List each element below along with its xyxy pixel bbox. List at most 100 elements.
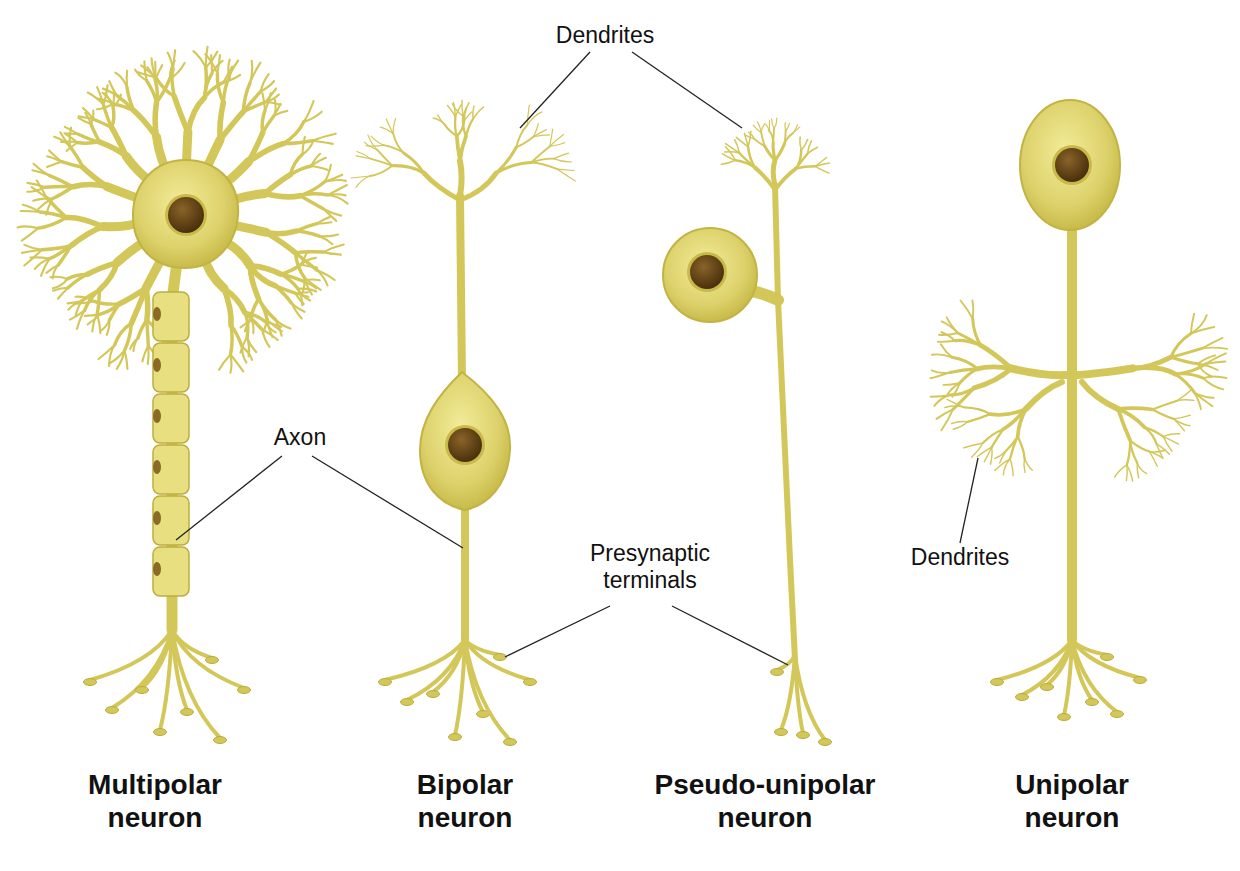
dendrite-branch <box>52 187 73 199</box>
dendrite-branch <box>328 185 347 195</box>
dendrite-branch <box>938 341 955 342</box>
nucleus-ring <box>165 194 207 236</box>
dendrite-branch <box>983 430 1003 444</box>
myelin-sheath <box>153 394 189 443</box>
dendrite-branch <box>801 139 808 150</box>
schwann-nucleus <box>153 307 161 321</box>
dendrite-branch <box>995 459 1010 471</box>
dendrite-branch <box>1202 348 1227 349</box>
dendrite-branch <box>155 103 156 138</box>
dendrite-branch <box>249 144 283 162</box>
dendrite-branch <box>303 279 320 281</box>
axon-terminal-branch <box>1072 640 1140 678</box>
dendrite-branch <box>152 58 156 77</box>
dendrite-branch <box>250 63 260 83</box>
leader-line <box>505 606 610 657</box>
dendrite-branch <box>932 370 950 373</box>
dendrite-branch <box>761 132 764 146</box>
dendrite-branch <box>947 317 958 333</box>
dendrite-branch <box>47 198 67 218</box>
dendrite-branch <box>147 81 157 103</box>
dendrite-branch <box>786 123 790 131</box>
myelin-sheath <box>153 445 189 494</box>
dendrite-branch <box>275 286 291 303</box>
dendrite-process <box>460 196 462 380</box>
dendrite-branch <box>88 263 118 275</box>
synaptic-knob <box>991 679 1004 686</box>
dendrite-branch <box>97 314 100 333</box>
dendrite-branch <box>1174 419 1190 426</box>
synaptic-knob <box>136 687 149 694</box>
axon-terminal-branch <box>1022 640 1072 695</box>
schwann-nucleus <box>153 358 161 372</box>
neuron-type-caption: Unipolar neuron <box>982 768 1162 834</box>
dendrite-branch <box>463 116 466 136</box>
nucleus-ring <box>687 252 727 292</box>
dendrite-branch <box>1082 382 1118 409</box>
nucleus-ring <box>445 425 485 465</box>
dendrite-branch <box>265 93 271 110</box>
dendrite-branch <box>301 258 316 265</box>
dendrite-branch <box>259 299 276 320</box>
dendrite-branch <box>296 252 324 253</box>
dendrite-branch <box>319 236 332 244</box>
dendrite-branch <box>1115 465 1127 477</box>
dendrite-branch <box>283 141 313 144</box>
neurite <box>1067 225 1077 640</box>
dendrite-branch <box>951 421 967 423</box>
dendrite-branch <box>531 163 557 170</box>
axon-terminal-branch <box>455 640 465 735</box>
dendrite-branch <box>174 96 188 132</box>
dendrite-branch <box>1149 452 1157 467</box>
dendrite-branch <box>35 259 50 269</box>
dendrite-branch <box>193 51 205 67</box>
axon-terminal-branch <box>172 630 244 688</box>
synaptic-knob <box>154 729 167 736</box>
dendrite-branch <box>292 303 302 318</box>
dendrite-branch <box>127 87 134 111</box>
dendrite-branch <box>144 61 146 80</box>
dendrite-branch <box>748 147 755 168</box>
dendrite-branch <box>964 443 983 448</box>
dendrite-branch <box>49 151 62 162</box>
dendrite-branch <box>1078 368 1133 375</box>
dendrite-branch <box>1171 348 1202 357</box>
dendrite-branch <box>67 274 87 279</box>
dendrite-branch <box>323 252 341 255</box>
dendrite-branch <box>172 69 174 97</box>
dendrite-branch <box>67 143 78 151</box>
dendrite-branch <box>721 160 735 164</box>
dendrite-branch <box>937 409 953 419</box>
dendrite-branch <box>224 288 231 325</box>
dendrite-branch <box>1176 400 1194 401</box>
synaptic-knob <box>401 699 414 706</box>
dendrite-branch <box>1174 415 1191 419</box>
dendrite-branch <box>1025 458 1033 470</box>
schwann-nucleus <box>153 460 161 474</box>
dendrite-branch <box>245 312 248 337</box>
synaptic-knob <box>106 707 119 714</box>
axon-terminal-branch <box>1064 640 1072 715</box>
dendrite-branch <box>65 127 79 134</box>
dendrite-branch <box>1203 378 1223 389</box>
dendrite-branch <box>18 226 39 228</box>
dendrite-branch <box>744 133 748 146</box>
dendrite-branch <box>46 265 58 273</box>
synaptic-knob <box>449 734 462 741</box>
neuron-type-caption: Multipolar neuron <box>40 768 270 834</box>
dendrite-branch <box>24 245 42 250</box>
dendrite-branch <box>205 54 217 73</box>
dendrite-branch <box>1203 376 1226 378</box>
dendrite-branch <box>964 407 990 414</box>
dendrite-branch <box>265 194 300 197</box>
dendrite-branch <box>370 166 392 176</box>
nucleus-ring <box>1052 145 1092 185</box>
dendrite-branch <box>99 345 115 359</box>
dendrite-branch <box>230 355 231 373</box>
dendrite-branch <box>351 176 370 178</box>
dendrite-branch <box>464 112 471 120</box>
dendrite-branch <box>37 180 47 197</box>
dendrite-branch <box>300 194 328 196</box>
synaptic-knob <box>797 732 810 739</box>
